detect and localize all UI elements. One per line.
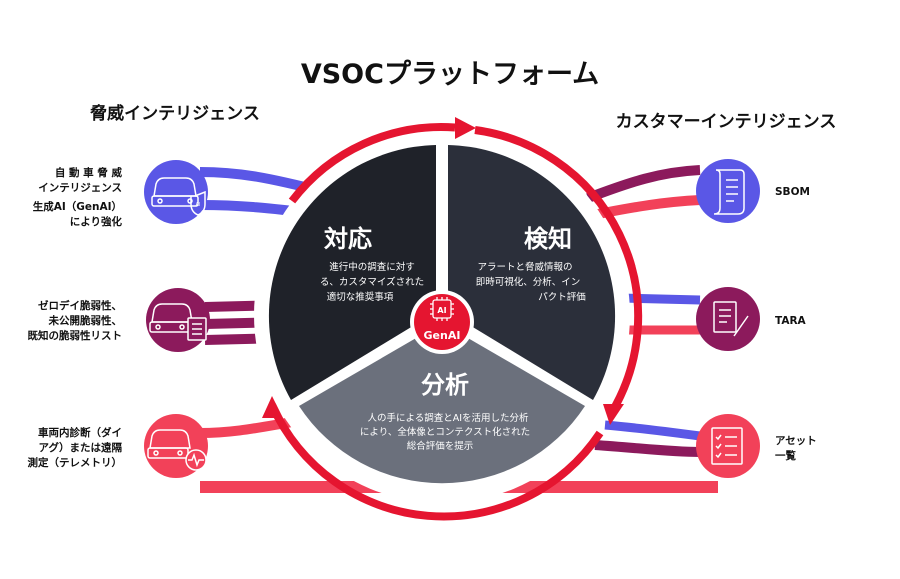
- segment-respond: [268, 145, 436, 400]
- band-customer-3-a: [604, 420, 701, 441]
- genai-label: GenAI: [424, 329, 461, 342]
- customer-node-3: [696, 414, 760, 478]
- threat-node-3: [144, 414, 208, 478]
- checklist-icon: [711, 427, 743, 465]
- segment-respond-line-3: 適切な推奨事項: [327, 291, 394, 303]
- car-pulse-icon: [147, 429, 207, 471]
- threat-label-1: 自 動 車 脅 威 インテリジェンス 生成AI（GenAI） により強化: [33, 166, 123, 228]
- ring-arrow-top-icon: [455, 117, 476, 139]
- ring-arc-left: [268, 403, 604, 521]
- scroll-document-icon: [713, 169, 745, 215]
- segment-detect-line-2: 即時可視化、分析、イン: [476, 276, 581, 288]
- customer-label-3-line-2: 一覧: [775, 449, 796, 462]
- threat-label-3-line-3: 測定（テレメトリ）: [28, 456, 123, 469]
- threat-label-3-line-1: 車両内診断（ダイ: [38, 426, 122, 439]
- segment-detect-title: 検知: [524, 225, 572, 253]
- segment-analyze-line-2: により、全体像とコンテクスト化された: [360, 426, 530, 438]
- customer-node-2: [696, 287, 760, 351]
- page-title: VSOCプラットフォーム: [301, 59, 599, 90]
- threat-label-1-line-1: 自 動 車 脅 威: [55, 166, 123, 179]
- document-pen-icon: [713, 301, 749, 337]
- threat-label-1-line-4: により強化: [70, 215, 123, 228]
- segment-analyze: [299, 323, 585, 484]
- segment-detect: [448, 145, 616, 400]
- threat-label-1-line-2: インテリジェンス: [38, 182, 122, 194]
- cycle-segments: [268, 145, 616, 484]
- segment-respond-title: 対応: [324, 225, 372, 253]
- ring-arrow-right-icon: [603, 404, 624, 425]
- segment-respond-line-2: る、カスタマイズされた: [320, 276, 424, 288]
- segment-analyze-title: 分析: [421, 371, 469, 399]
- threat-label-3-line-2: アグ）または遠隔: [39, 441, 123, 454]
- threat-label-2: ゼロデイ脆弱性、 未公開脆弱性、 既知の脆弱性リスト: [28, 299, 123, 342]
- band-customer-1-b: [597, 195, 701, 219]
- ring-arc-top: [288, 123, 456, 204]
- segment-detect-line-1: アラートと脅威情報の: [477, 261, 572, 273]
- threat-intelligence-heading: 脅威インテリジェンス: [89, 103, 260, 124]
- threat-node-1: AI: [144, 160, 208, 224]
- threat-label-3: 車両内診断（ダイ アグ）または遠隔 測定（テレメトリ）: [28, 426, 123, 469]
- segment-respond-line-1: 進行中の調査に対す: [329, 261, 415, 273]
- threat-label-2-line-1: ゼロデイ脆弱性、: [38, 299, 122, 312]
- customer-label-3-line-1: アセット: [775, 435, 817, 447]
- threat-node-2: [146, 288, 210, 352]
- band-customer-3-b: [594, 440, 701, 457]
- ai-chip-label: AI: [437, 306, 446, 315]
- segment-analyze-line-3: 総合評価を提示: [407, 440, 474, 452]
- ring-arc-right: [474, 126, 643, 415]
- customer-node-1: [696, 159, 760, 223]
- threat-label-2-line-3: 既知の脆弱性リスト: [28, 329, 123, 342]
- segment-detect-line-3: パクト評価: [538, 291, 586, 303]
- band-customer-2-a: [619, 293, 701, 305]
- car-shield-icon: AI: [151, 177, 206, 216]
- band-customer-1-a: [586, 165, 701, 203]
- customer-label-1-line-1: SBOM: [775, 186, 810, 198]
- ring-arrow-left-icon: [262, 396, 283, 418]
- segment-analyze-line-1: 人の手による調査とAIを活用した分析: [367, 412, 529, 424]
- ai-chip-icon: [430, 297, 454, 321]
- car-list-icon: [149, 303, 207, 341]
- svg-text:AI: AI: [196, 202, 201, 208]
- customer-label-2-line-1: TARA: [775, 315, 807, 327]
- threat-label-1-line-3: 生成AI（GenAI）: [33, 200, 122, 213]
- customer-intelligence-heading: カスタマーインテリジェンス: [616, 112, 837, 132]
- genai-core: AI GenAI: [410, 290, 474, 354]
- threat-label-2-line-2: 未公開脆弱性、: [48, 314, 123, 327]
